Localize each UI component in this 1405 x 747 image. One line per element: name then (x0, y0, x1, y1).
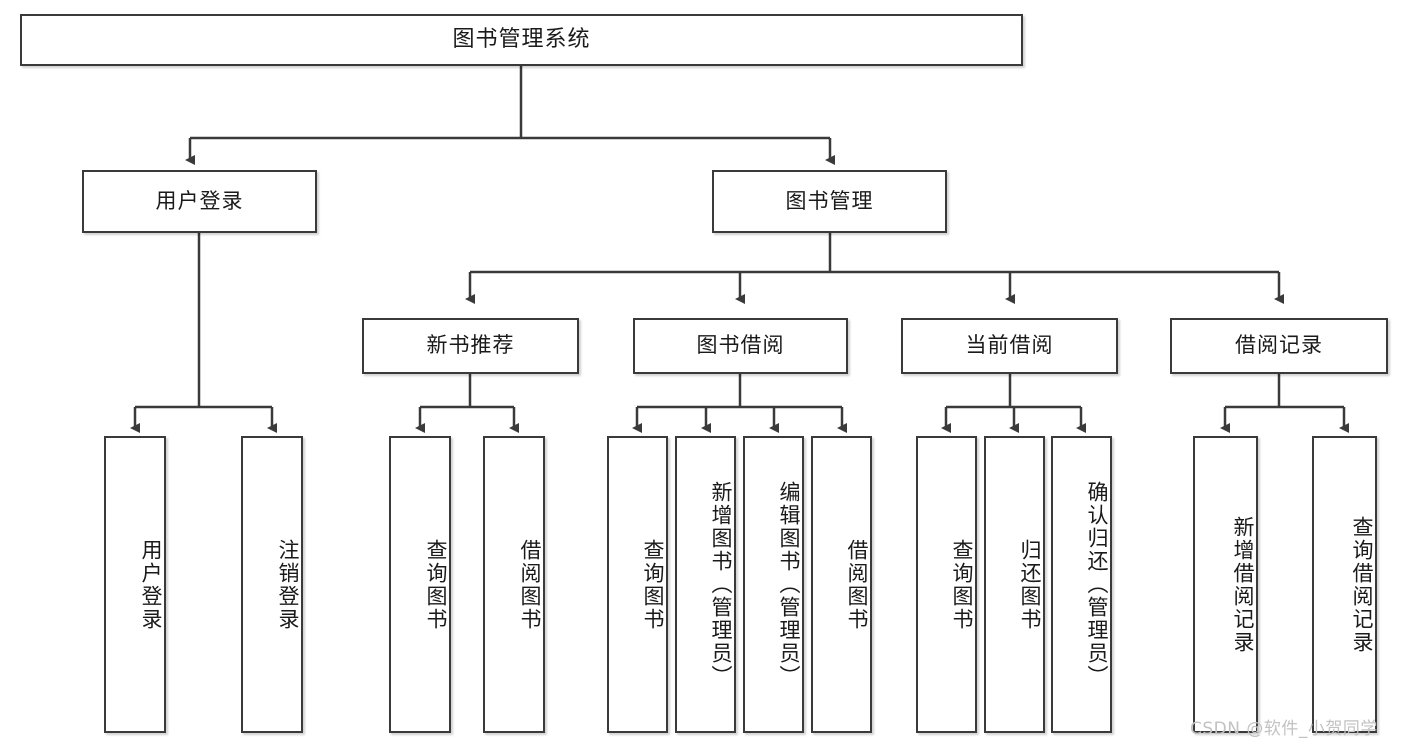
node-label: 新增借阅记录 (1231, 515, 1255, 654)
node-label: 借阅图书 (845, 538, 869, 631)
node-root-system[interactable]: 图书管理系统 (20, 14, 1023, 66)
leaf-user-login[interactable]: 用户登录 (104, 436, 166, 733)
node-label: 借阅图书 (518, 538, 542, 631)
node-label: 新书推荐 (426, 333, 515, 358)
node-label: 图书管理 (785, 188, 874, 213)
node-label: 查询图书 (641, 538, 665, 631)
node-current-borrow[interactable]: 当前借阅 (901, 318, 1118, 374)
leaf-add-borrow-record[interactable]: 新增借阅记录 (1193, 436, 1258, 733)
leaf-borrow-book-recommend[interactable]: 借阅图书 (483, 436, 545, 733)
node-label: 查询借阅记录 (1350, 515, 1374, 654)
node-label: 查询图书 (424, 538, 448, 631)
node-label: 确认归还（管理员） (1085, 481, 1109, 688)
node-label: 借阅记录 (1235, 333, 1323, 358)
node-label: 用户登录 (155, 188, 244, 213)
csdn-watermark: CSDN @软件_小贺同学 (1190, 719, 1378, 739)
node-label: 注销登录 (276, 538, 300, 631)
node-label: 当前借阅 (965, 333, 1054, 358)
node-label: 查询图书 (950, 538, 974, 631)
leaf-query-borrow-record[interactable]: 查询借阅记录 (1312, 436, 1377, 733)
leaf-logout-login[interactable]: 注销登录 (241, 436, 303, 733)
node-book-borrow[interactable]: 图书借阅 (633, 318, 848, 374)
leaf-confirm-return-admin[interactable]: 确认归还（管理员） (1051, 436, 1112, 733)
leaf-return-book[interactable]: 归还图书 (984, 436, 1045, 733)
leaf-query-book-recommend[interactable]: 查询图书 (389, 436, 451, 733)
node-new-book-recommend[interactable]: 新书推荐 (362, 318, 579, 374)
leaf-edit-book-admin[interactable]: 编辑图书（管理员） (743, 436, 804, 733)
node-label: 图书管理系统 (452, 26, 591, 52)
node-borrow-record[interactable]: 借阅记录 (1170, 318, 1388, 374)
node-label: 新增图书（管理员） (709, 481, 733, 688)
node-label: 图书借阅 (696, 333, 785, 358)
node-user-login[interactable]: 用户登录 (82, 170, 317, 233)
leaf-borrow-book[interactable]: 借阅图书 (811, 436, 872, 733)
node-label: 编辑图书（管理员） (777, 481, 801, 688)
leaf-query-book-current[interactable]: 查询图书 (916, 436, 977, 733)
leaf-add-book-admin[interactable]: 新增图书（管理员） (675, 436, 736, 733)
node-label: 归还图书 (1018, 538, 1042, 631)
leaf-query-book-borrow[interactable]: 查询图书 (607, 436, 668, 733)
node-book-manage[interactable]: 图书管理 (712, 170, 947, 233)
node-label: 用户登录 (139, 538, 163, 631)
